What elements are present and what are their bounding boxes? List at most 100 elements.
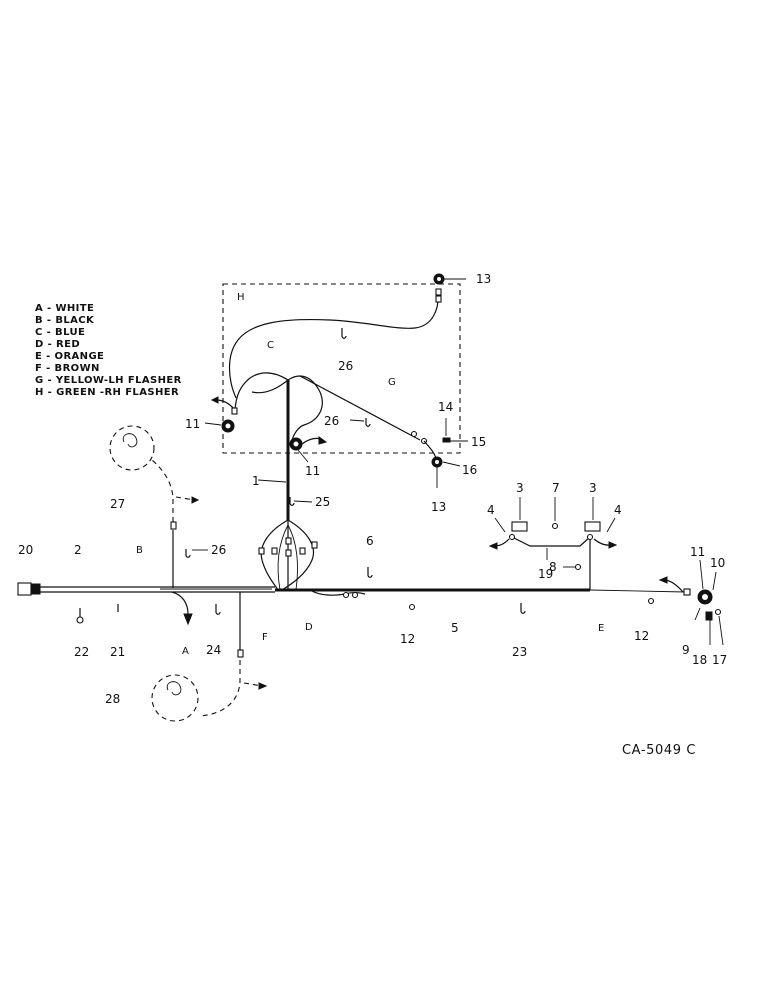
wire-label-h: H <box>237 292 245 303</box>
legend-entry-f: F - BROWN <box>35 363 100 374</box>
callout-21: 21 <box>110 645 125 659</box>
wire-h-connector <box>435 288 442 296</box>
arrow-head <box>210 396 219 404</box>
lamp-bulb-center <box>293 441 299 447</box>
detail-circle-28 <box>151 674 199 722</box>
right-lamp-group <box>488 497 618 590</box>
callout-11-right: 11 <box>690 545 705 559</box>
wire-label-f: F <box>262 632 268 643</box>
upper-wiring <box>228 288 442 459</box>
splice <box>342 591 350 599</box>
callout-24: 24 <box>206 643 221 657</box>
wire-e <box>589 589 686 593</box>
wire-a <box>171 591 189 615</box>
wire-label-c: C <box>267 340 274 351</box>
legend-entry-d: D - RED <box>35 339 80 350</box>
end-connector <box>683 588 691 596</box>
connector <box>231 407 238 415</box>
component-3-right <box>584 521 601 532</box>
wire-g <box>299 375 421 441</box>
arrow-head <box>488 542 498 550</box>
callout-13-lower: 13 <box>431 500 446 514</box>
arrow-head <box>608 541 618 549</box>
grommet-12-left <box>408 603 416 611</box>
callout-14: 14 <box>438 400 453 414</box>
clip-26-mid <box>365 418 371 427</box>
wire-label-d: D <box>305 622 313 633</box>
lamp-bulb-center <box>225 423 231 429</box>
callout-8: 8 <box>549 560 557 574</box>
leader-26-mid <box>349 419 365 422</box>
grommet-12-right <box>647 597 655 605</box>
wire-b-branch <box>109 425 200 588</box>
lamp-13-upper <box>433 273 466 285</box>
leader-11-left <box>204 422 222 426</box>
connector <box>586 533 594 541</box>
callout-3-right: 3 <box>589 481 597 495</box>
component-22-end <box>76 616 84 624</box>
detail-27-part <box>122 433 138 448</box>
wire-f-routing <box>199 660 241 717</box>
legend-entry-b: B - BLACK <box>35 315 95 326</box>
callout-25: 25 <box>315 495 330 509</box>
wire-color-legend: A - WHITE B - BLACK C - BLUE D - RED E -… <box>35 303 182 398</box>
clip-23 <box>520 603 526 614</box>
fanout-connector <box>285 549 292 557</box>
callout-23: 23 <box>512 645 527 659</box>
callout-7: 7 <box>552 481 560 495</box>
callout-26-mid: 26 <box>324 414 339 428</box>
detail-28-part <box>166 681 182 696</box>
callout-11-center: 11 <box>305 464 320 478</box>
arrow-head <box>318 436 328 445</box>
splice <box>351 591 359 599</box>
legend-entry-g: G - YELLOW-LH FLASHER <box>35 375 182 386</box>
wire-label-g: G <box>388 377 396 388</box>
lamp-13-lower <box>431 418 468 488</box>
callout-2: 2 <box>74 543 82 557</box>
harness-clips <box>76 328 655 624</box>
callout-15: 15 <box>471 435 486 449</box>
wire-19 <box>511 536 591 547</box>
callout-18: 18 <box>692 653 707 667</box>
leader-4-left <box>494 517 506 533</box>
callout-12-left: 12 <box>400 632 415 646</box>
arrow-head <box>658 576 668 584</box>
wire-c-loop <box>287 375 323 441</box>
wire-g-lead <box>423 440 437 459</box>
lamp-11-left <box>204 396 238 433</box>
fanout-wire <box>260 519 289 591</box>
fanout-connector <box>299 547 306 555</box>
legend-entry-h: H - GREEN -RH FLASHER <box>35 387 179 398</box>
callout-28: 28 <box>105 692 120 706</box>
component-14 <box>442 437 451 443</box>
arrow-head-27 <box>191 496 200 504</box>
clip-6 <box>367 567 373 578</box>
callout-13-upper: 13 <box>476 272 491 286</box>
leader-11-right <box>699 559 704 590</box>
wire-c <box>251 379 289 394</box>
arrow-head-a <box>183 613 193 626</box>
leader-17 <box>718 615 724 646</box>
connector-20 <box>17 582 32 596</box>
lamp-bulb-center <box>437 277 441 281</box>
callout-17: 17 <box>712 653 727 667</box>
callout-19: 19 <box>538 567 553 581</box>
clip-26-left <box>185 549 191 558</box>
arrow-head-28 <box>258 682 268 690</box>
callout-1: 1 <box>252 474 260 488</box>
leader-9 <box>694 607 701 621</box>
wire-c <box>234 372 289 411</box>
main-harness <box>17 582 686 599</box>
legend-entry-c: C - BLUE <box>35 327 85 338</box>
leader-4-right <box>606 517 616 533</box>
callout-26-upper: 26 <box>338 359 353 373</box>
lamp-bulb-center <box>702 594 708 600</box>
callout-20: 20 <box>18 543 33 557</box>
leader-10 <box>712 571 717 591</box>
callout-10: 10 <box>710 556 725 570</box>
legend-entry-a: A - WHITE <box>35 303 94 314</box>
wire-label-e: E <box>598 623 604 634</box>
callout-leaders <box>192 419 365 551</box>
component-8 <box>574 563 582 571</box>
wire-f-branch <box>151 592 268 722</box>
